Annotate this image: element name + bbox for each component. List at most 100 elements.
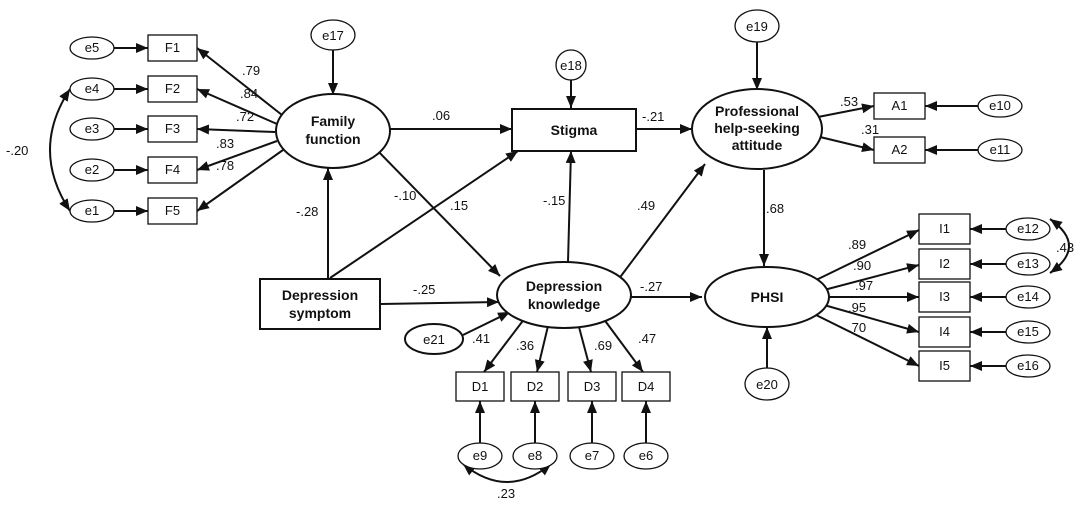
node-label-line2: symptom <box>289 305 351 321</box>
edge-depsym-stigma <box>329 150 519 279</box>
node-label: e8 <box>528 448 542 463</box>
node-e10: e10 <box>977 94 1023 118</box>
node-label: e18 <box>560 58 582 73</box>
coef-depknow-stigma: -.15 <box>543 193 565 208</box>
node-depression-knowledge: Depression knowledge <box>496 261 632 329</box>
node-D2: D2 <box>510 371 560 402</box>
edge-depknow-stigma <box>565 150 576 263</box>
node-e6: e6 <box>623 442 669 470</box>
coefficient-labels: .79 .84 .72 .83 .78 -.20 .06 -.28 -.10 .… <box>6 63 1074 501</box>
coef-depknow-phsi: -.27 <box>640 279 662 294</box>
coef-phsi-I3: .97 <box>855 278 873 293</box>
edge-depknow-D2 <box>534 325 549 373</box>
node-label: e15 <box>1017 324 1039 339</box>
node-label: e7 <box>585 448 599 463</box>
coef-phsi-I5: .70 <box>848 320 866 335</box>
node-label: e21 <box>423 332 445 347</box>
edge-family-F3 <box>196 124 276 135</box>
node-depression-symptom: Depression symptom <box>259 278 381 330</box>
node-label: e16 <box>1017 358 1039 373</box>
node-phsi: PHSI <box>704 266 830 328</box>
node-stigma: Stigma <box>511 108 637 152</box>
node-family-function: Family function <box>275 93 391 169</box>
coef-depsym-stigma: -.10 <box>394 188 416 203</box>
node-label: Stigma <box>551 122 598 138</box>
edge-family-F5 <box>196 149 284 212</box>
node-label-line1: Depression <box>526 278 602 294</box>
edge-family-F2 <box>196 88 278 125</box>
edge-cov-e4-e1 <box>49 88 71 212</box>
coef-depknow-D4: .47 <box>638 331 656 346</box>
node-label: e2 <box>85 162 99 177</box>
node-e19: e19 <box>734 9 780 43</box>
node-label: e14 <box>1017 289 1039 304</box>
node-label: F2 <box>165 81 180 96</box>
edge-depknow-D1 <box>483 317 526 373</box>
node-I1: I1 <box>918 213 971 245</box>
edge-depsym-depknow <box>379 297 500 308</box>
edge-depknow-D4 <box>602 317 644 373</box>
edge-attitude-A1 <box>817 103 875 118</box>
node-label: e1 <box>85 203 99 218</box>
node-label: I3 <box>939 289 950 304</box>
coef-phsi-I4: .95 <box>848 300 866 315</box>
node-A2: A2 <box>873 136 926 164</box>
node-F1: F1 <box>147 34 198 62</box>
node-e3: e3 <box>69 117 115 141</box>
node-label: e6 <box>639 448 653 463</box>
node-D3: D3 <box>567 371 617 402</box>
node-e13: e13 <box>1005 252 1051 276</box>
edge-family-depknow <box>374 147 501 277</box>
edge-family-F4 <box>196 140 278 171</box>
node-label-line2: knowledge <box>528 296 601 312</box>
node-e8: e8 <box>512 442 558 470</box>
edge-depknow-D3 <box>578 326 593 373</box>
coef-family-F1: .79 <box>242 63 260 78</box>
node-e16: e16 <box>1005 354 1051 378</box>
node-label-line1: Depression <box>282 287 358 303</box>
coef-attitude-A2: .31 <box>861 122 879 137</box>
node-F2: F2 <box>147 75 198 103</box>
node-e21: e21 <box>404 323 464 355</box>
node-label: e3 <box>85 121 99 136</box>
node-label: PHSI <box>751 289 784 305</box>
node-help-seeking-attitude: Professional help-seeking attitude <box>691 88 823 170</box>
node-label-line1: Professional <box>715 103 799 119</box>
node-D1: D1 <box>455 371 505 402</box>
coef-depsym-depknow: -.25 <box>413 282 435 297</box>
edge-phsi-I1 <box>811 229 920 283</box>
node-label: A2 <box>892 142 908 157</box>
coef-family-depknow: .15 <box>450 198 468 213</box>
node-I4: I4 <box>918 316 971 348</box>
coef-depknow-D1: .41 <box>472 331 490 346</box>
edge-e21-depknow <box>462 311 511 336</box>
node-label-line2: function <box>305 131 360 147</box>
node-label: F1 <box>165 40 180 55</box>
node-label: e20 <box>756 377 778 392</box>
coef-depsym-family: -.28 <box>296 204 318 219</box>
node-label: I4 <box>939 324 950 339</box>
edge-cov-e12-e13 <box>1049 218 1070 274</box>
coef-cov-e4-e1: -.20 <box>6 143 28 158</box>
node-e9: e9 <box>457 442 503 470</box>
node-label: F3 <box>165 121 180 136</box>
coef-family-F4: .83 <box>216 136 234 151</box>
edge-attitude-A2 <box>819 136 875 153</box>
coef-family-F5: .78 <box>216 158 234 173</box>
node-label: e17 <box>322 28 344 43</box>
node-e12: e12 <box>1005 217 1051 241</box>
node-e14: e14 <box>1005 285 1051 309</box>
node-label-line3: attitude <box>732 137 783 153</box>
node-label: e11 <box>990 142 1011 157</box>
node-F3: F3 <box>147 115 198 143</box>
coef-depknow-D3: .69 <box>594 338 612 353</box>
edge-phsi-I5 <box>811 312 920 367</box>
node-e20: e20 <box>744 367 790 401</box>
node-e17: e17 <box>310 19 356 51</box>
node-label: D2 <box>527 379 544 394</box>
coef-family-F2: .84 <box>240 86 258 101</box>
coef-cov-e12-e13: .43 <box>1056 240 1074 255</box>
node-label: e10 <box>989 98 1011 113</box>
edges <box>49 42 1070 483</box>
coef-stigma-attitude: -.21 <box>642 109 664 124</box>
